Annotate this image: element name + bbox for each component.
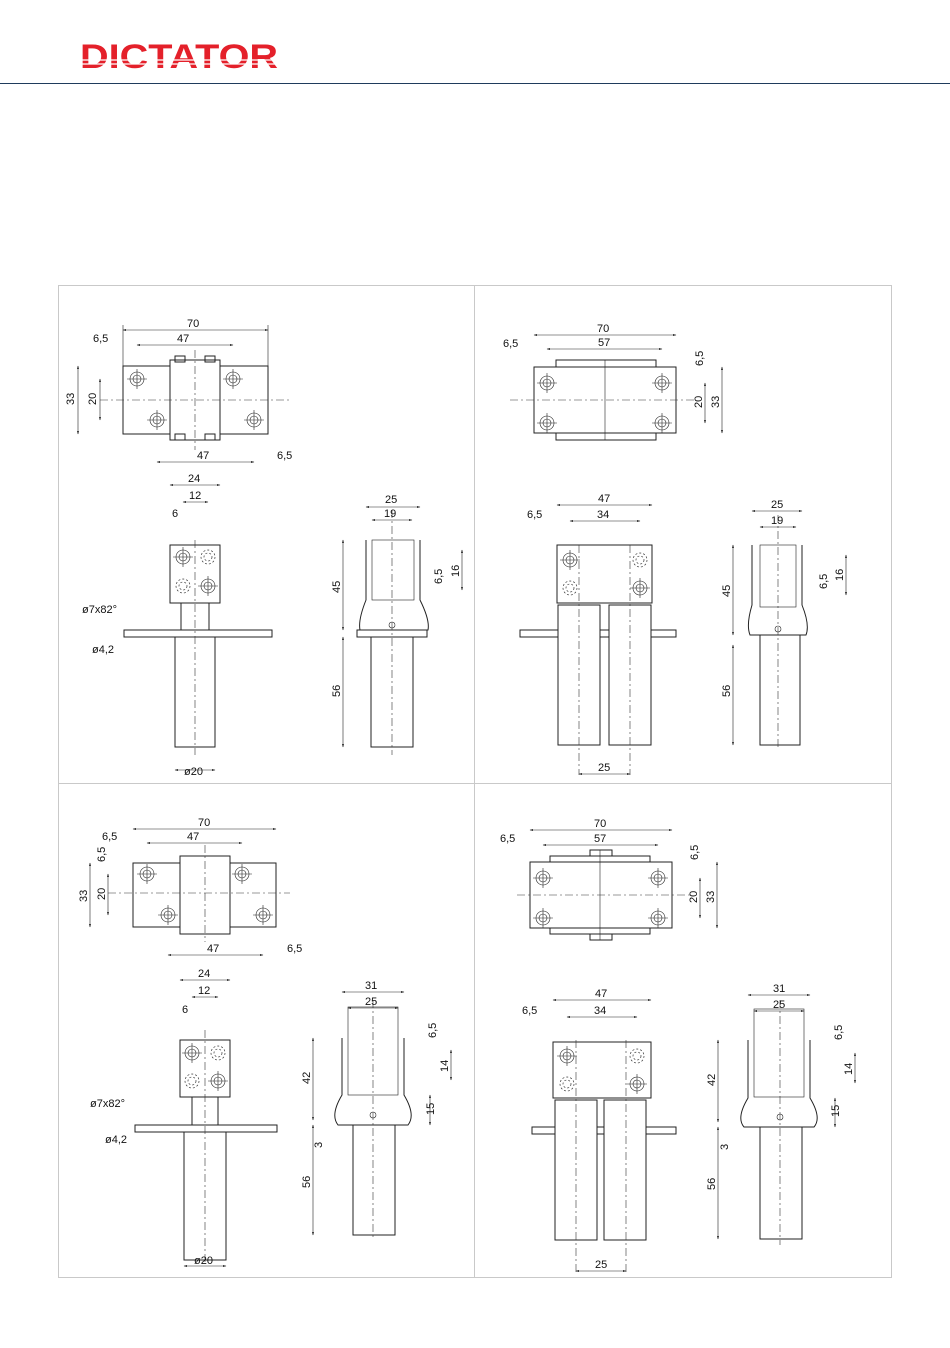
dim-45: 45 — [331, 581, 343, 593]
dim-42: 42 — [301, 1072, 313, 1084]
dim-56: 56 — [721, 685, 733, 697]
top-view: 70 57 6,5 6,5 20 33 — [500, 818, 717, 940]
dim-47-bottom: 47 — [197, 450, 209, 462]
dim-dia-20: ø20 — [184, 766, 203, 778]
dim-57: 57 — [598, 337, 610, 349]
front-view: 24 12 6 ø7x82° ø4,2 ø20 — [90, 968, 277, 1267]
side-view: 31 25 42 3 56 6,5 14 15 — [301, 980, 451, 1240]
front-view: 47 34 6,5 25 — [520, 493, 676, 775]
dim-47-bottom: 47 — [207, 943, 219, 955]
dim-45: 45 — [721, 585, 733, 597]
dim-20: 20 — [96, 888, 108, 900]
dim-56: 56 — [301, 1176, 313, 1188]
panel-top-left: 70 47 6,5 33 20 47 6,5 24 12 6 ø7x — [65, 318, 462, 778]
dim-70: 70 — [187, 318, 199, 330]
dim-34: 34 — [594, 1005, 606, 1017]
dim-12: 12 — [198, 985, 210, 997]
dim-6: 6 — [172, 508, 178, 520]
dim-31: 31 — [773, 983, 785, 995]
top-view: 70 47 6,5 33 20 47 6,5 — [65, 318, 292, 462]
dim-33: 33 — [705, 891, 717, 903]
dim-6: 6 — [182, 1004, 188, 1016]
dim-6-5-gap: 6,5 — [818, 574, 830, 589]
dim-20: 20 — [87, 393, 99, 405]
dim-6-5: 6,5 — [527, 509, 542, 521]
dim-70: 70 — [597, 323, 609, 335]
dim-56: 56 — [331, 685, 343, 697]
side-view: 31 25 42 3 56 6,5 14 15 — [706, 983, 855, 1245]
dim-19: 19 — [771, 515, 783, 527]
panel-bottom-right: 70 57 6,5 6,5 20 33 47 34 6,5 25 — [500, 818, 855, 1272]
dim-42: 42 — [706, 1074, 718, 1086]
dim-31: 31 — [365, 980, 377, 992]
dim-dia-20: ø20 — [194, 1255, 213, 1267]
dim-33: 33 — [78, 890, 90, 902]
front-view: 47 34 6,5 25 — [522, 988, 676, 1272]
dim-56: 56 — [706, 1178, 718, 1190]
dim-6-5-right: 6,5 — [689, 845, 701, 860]
dim-6-5-right: 6,5 — [287, 943, 302, 955]
dim-33: 33 — [710, 396, 722, 408]
front-view: 24 12 6 ø7x82° ø4,2 ø20 — [82, 473, 272, 778]
dim-34: 34 — [597, 509, 609, 521]
dim-47: 47 — [598, 493, 610, 505]
dim-47: 47 — [187, 831, 199, 843]
dim-25: 25 — [365, 996, 377, 1008]
dim-25-pitch: 25 — [598, 762, 610, 774]
dim-6-5-left: 6,5 — [102, 831, 117, 843]
top-view: 70 57 6,5 6,5 20 33 — [503, 323, 722, 440]
dim-15: 15 — [830, 1105, 842, 1117]
dim-15: 15 — [425, 1103, 437, 1115]
dim-70: 70 — [198, 817, 210, 829]
dim-6-5-right: 6,5 — [694, 351, 706, 366]
dim-countersink: ø7x82° — [90, 1098, 125, 1110]
dim-47: 47 — [177, 333, 189, 345]
dim-countersink: ø7x82° — [82, 604, 117, 616]
dim-6-5-left: 6,5 — [500, 833, 515, 845]
dim-25: 25 — [773, 999, 785, 1011]
dim-3: 3 — [313, 1142, 325, 1148]
dim-16: 16 — [450, 565, 462, 577]
dim-14: 14 — [843, 1063, 855, 1075]
dim-6-5-gap: 6,5 — [427, 1023, 439, 1038]
dim-20: 20 — [693, 396, 705, 408]
dim-25-pitch: 25 — [595, 1259, 607, 1271]
dim-6-5-right: 6,5 — [277, 450, 292, 462]
dim-47: 47 — [595, 988, 607, 1000]
dim-hole: ø4,2 — [92, 644, 114, 656]
dim-6-5: 6,5 — [522, 1005, 537, 1017]
dim-19: 19 — [384, 508, 396, 520]
dim-24: 24 — [198, 968, 210, 980]
dim-20: 20 — [688, 891, 700, 903]
dim-25: 25 — [771, 499, 783, 511]
dim-70: 70 — [594, 818, 606, 830]
dim-16: 16 — [834, 569, 846, 581]
dim-24: 24 — [188, 473, 200, 485]
side-view: 25 19 45 56 6,5 16 — [331, 494, 462, 755]
top-view: 70 47 6,5 6,5 33 20 47 6,5 — [78, 817, 302, 955]
panel-top-right: 70 57 6,5 6,5 20 33 47 34 6,5 25 — [503, 323, 846, 775]
dim-6-5-left: 6,5 — [503, 338, 518, 350]
side-view: 25 19 45 56 6,5 16 — [721, 499, 846, 750]
dim-25: 25 — [385, 494, 397, 506]
dim-6-5-gap: 6,5 — [433, 569, 445, 584]
dim-6-5-top: 6,5 — [96, 847, 108, 862]
dim-57: 57 — [594, 833, 606, 845]
dim-14: 14 — [439, 1060, 451, 1072]
dim-3: 3 — [719, 1144, 731, 1150]
dim-12: 12 — [189, 490, 201, 502]
panel-bottom-left: 70 47 6,5 6,5 33 20 47 6,5 24 12 6 — [78, 817, 451, 1267]
dim-6-5-gap: 6,5 — [833, 1025, 845, 1040]
dim-hole: ø4,2 — [105, 1134, 127, 1146]
dim-6-5: 6,5 — [93, 333, 108, 345]
dim-33: 33 — [65, 393, 77, 405]
